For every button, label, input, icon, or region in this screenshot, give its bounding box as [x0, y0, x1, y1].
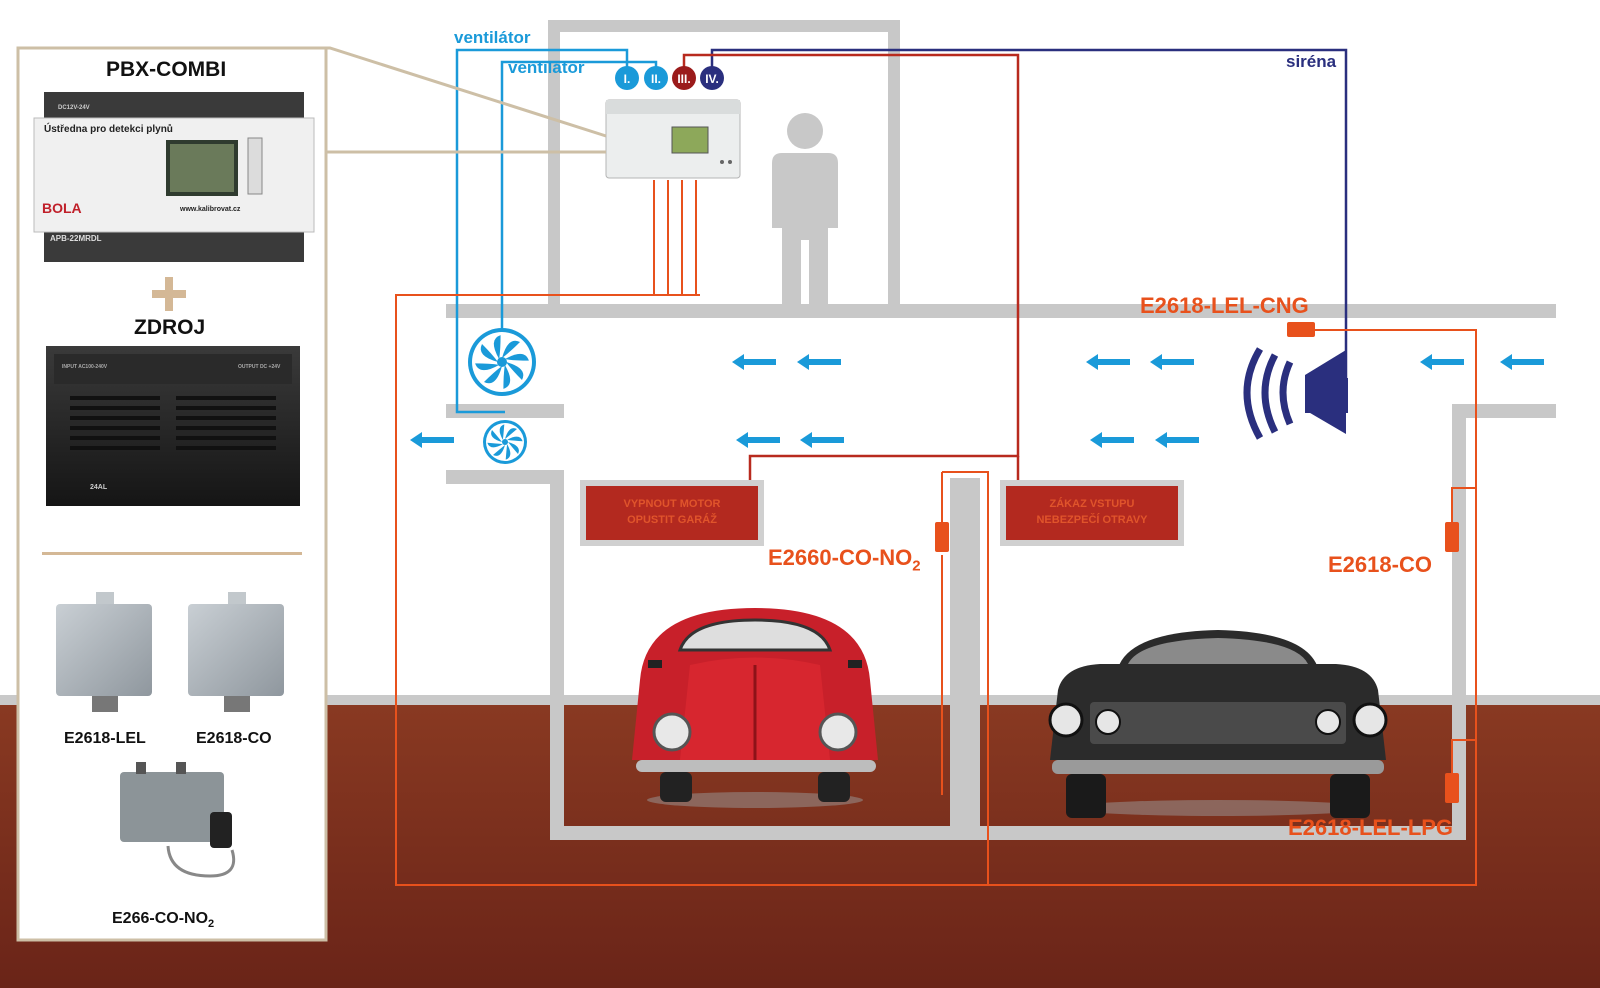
- device-model: APB-22MRDL: [50, 234, 102, 243]
- output-iv-label: IV.: [705, 72, 719, 86]
- output-iii-label: III.: [677, 72, 690, 86]
- pbx-combi-device: [33, 92, 315, 262]
- sensor-lel-cng: [1287, 322, 1315, 337]
- arrow-left-icon: [1500, 354, 1544, 370]
- sensor-co-no2-main: E2660-CO-NO: [768, 545, 913, 570]
- arrow-left-icon: [1150, 354, 1194, 370]
- relay-wiring: [682, 53, 1020, 480]
- plus-icon: [152, 277, 186, 311]
- arrow-left-icon: [1086, 354, 1130, 370]
- arrow-left-icon: [1090, 432, 1134, 448]
- sensor-box-co-no2: [120, 762, 236, 878]
- device-brand: BOLA: [42, 200, 82, 216]
- airflow-arrows: [410, 354, 1544, 448]
- product-panel: [16, 46, 607, 942]
- sensor-co: [1445, 522, 1459, 552]
- fan-small-icon: [483, 420, 527, 464]
- sign-left-line-2: OPUSTIT GARÁŽ: [627, 514, 717, 526]
- output-iv: [700, 66, 724, 90]
- arrow-left-icon: [797, 354, 841, 370]
- output-iii: [672, 66, 696, 90]
- sensor-wiring: [395, 180, 1477, 886]
- panel-e266-main: E266-CO-NO: [112, 910, 209, 927]
- power-input: INPUT AC100-240V: [62, 364, 108, 370]
- power-supply-device: [46, 346, 300, 506]
- arrow-left-icon: [800, 432, 844, 448]
- power-brand: 24AL: [90, 484, 108, 491]
- controller-unit: [605, 99, 741, 179]
- sign-left-line-1: VYPNOUT MOTOR: [623, 498, 721, 510]
- sensor-co-no2: [935, 522, 949, 552]
- sign-left-text: VYPNOUT MOTOR OPUSTIT GARÁŽ: [586, 496, 758, 528]
- device-voltage: DC12V-24V: [58, 105, 90, 111]
- sign-right-line-2: NEBEZPEČÍ OTRAVY: [1036, 514, 1148, 526]
- sensors: [935, 322, 1459, 803]
- warning-signs: [580, 480, 1184, 546]
- sensor-co-label: E2618-CO: [1328, 552, 1432, 577]
- building-walls: [446, 20, 1556, 840]
- sensor-lel-lpg-label: E2618-LEL-LPG: [1288, 815, 1454, 840]
- sirena-label: siréna: [1286, 52, 1337, 71]
- sensor-lel-lpg: [1445, 773, 1459, 803]
- siren-wiring: [710, 48, 1348, 385]
- black-car: [1048, 630, 1388, 818]
- sensor-box-co: [188, 592, 284, 712]
- siren-speaker-icon: [1243, 347, 1348, 440]
- ventilator-label-1: ventilátor: [454, 28, 531, 47]
- sign-right-line-1: ZÁKAZ VSTUPU: [1049, 498, 1135, 510]
- pbx-combi-title: PBX-COMBI: [106, 58, 227, 81]
- arrow-left-icon: [1155, 432, 1199, 448]
- arrow-left-icon: [736, 432, 780, 448]
- device-title: Ústředna pro detekci plynů: [44, 124, 173, 135]
- sensor-co-no2-sub: 2: [912, 557, 921, 575]
- sign-right-text: ZÁKAZ VSTUPU NEBEZPEČÍ OTRAVY: [1006, 496, 1178, 528]
- panel-e266-sub: 2: [208, 918, 215, 931]
- device-url: www.kalibrovat.cz: [180, 206, 241, 213]
- ventilator-label-2: ventilátor: [508, 58, 585, 77]
- zdroj-title: ZDROJ: [134, 316, 206, 339]
- output-i: [615, 66, 639, 90]
- person-silhouette: [772, 113, 838, 305]
- output-i-label: I.: [624, 72, 631, 86]
- output-ii: [644, 66, 668, 90]
- panel-e266-label: E266-CO-NO2: [112, 910, 214, 930]
- output-terminals: I. II. III. IV.: [615, 66, 724, 90]
- red-car: [632, 608, 878, 808]
- panel-divider: [42, 552, 302, 555]
- sensor-co-no2-label: E2660-CO-NO2: [768, 545, 921, 574]
- arrow-left-icon: [410, 432, 454, 448]
- arrow-left-icon: [732, 354, 776, 370]
- panel-e2618-co-label: E2618-CO: [196, 730, 272, 747]
- panel-e2618-lel-label: E2618-LEL: [64, 730, 146, 747]
- power-output: OUTPUT DC +24V: [238, 364, 281, 370]
- sensor-box-lel: [56, 592, 152, 712]
- sensor-lel-cng-label: E2618-LEL-CNG: [1140, 293, 1309, 318]
- output-ii-label: II.: [651, 72, 661, 86]
- fan-large-icon: [468, 328, 536, 396]
- arrow-left-icon: [1420, 354, 1464, 370]
